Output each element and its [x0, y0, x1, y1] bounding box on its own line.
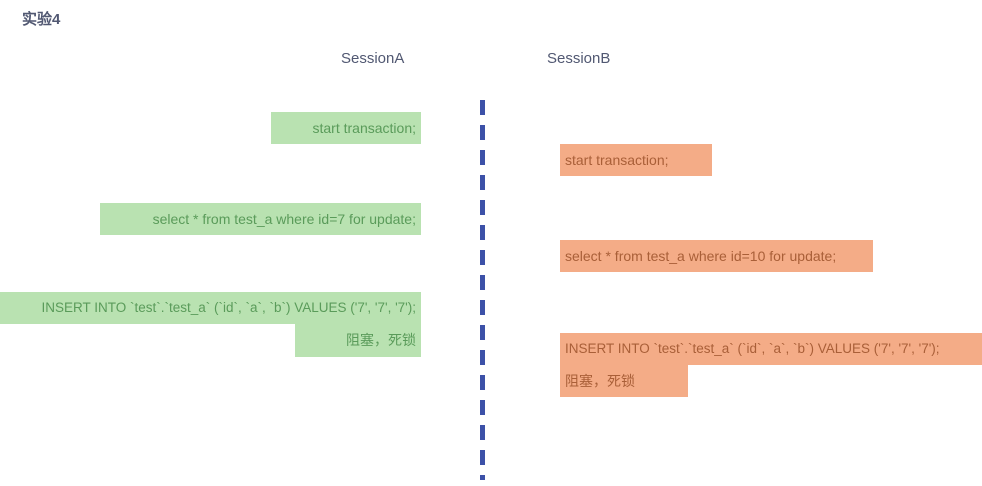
session-b-step-insert: INSERT INTO `test`.`test_a` (`id`, `a`, …	[560, 333, 982, 365]
column-header-session-a: SessionA	[341, 50, 405, 67]
diagram-title: 实验4	[22, 11, 61, 28]
column-header-session-b: SessionB	[547, 50, 611, 67]
session-divider-dashed-line	[480, 100, 485, 480]
session-a-step-select-for-update: select * from test_a where id=7 for upda…	[100, 203, 421, 235]
session-a-step-start-transaction: start transaction;	[271, 112, 421, 144]
session-b-step-start-transaction: start transaction;	[560, 144, 712, 176]
session-a-step-blocked-deadlock: 阻塞，死锁	[295, 324, 421, 357]
session-b-step-select-for-update: select * from test_a where id=10 for upd…	[560, 240, 873, 272]
session-b-step-blocked-deadlock: 阻塞，死锁	[560, 365, 688, 397]
session-a-step-insert: INSERT INTO `test`.`test_a` (`id`, `a`, …	[0, 292, 421, 324]
